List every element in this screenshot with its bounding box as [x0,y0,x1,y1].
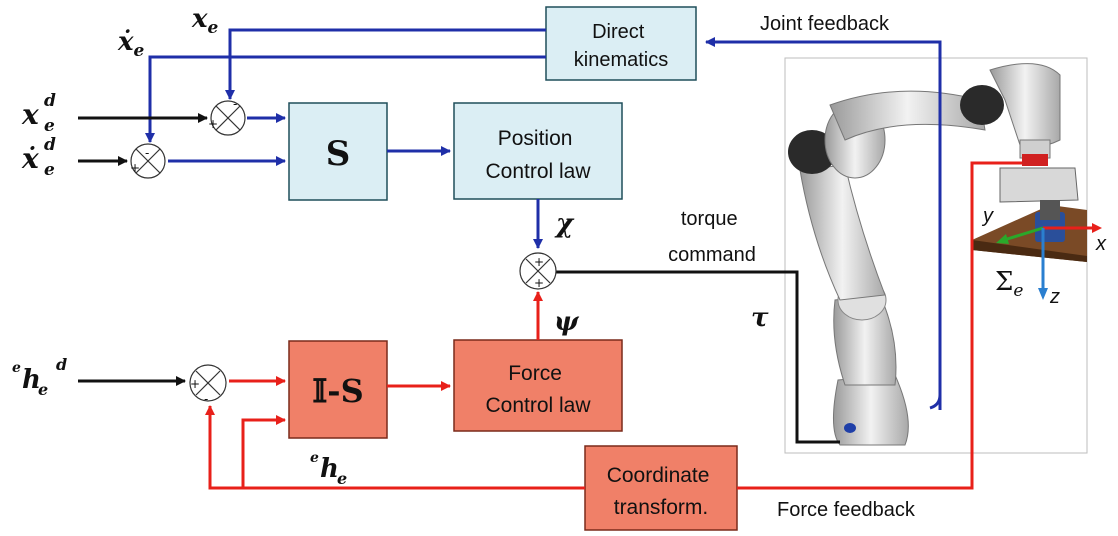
work-table-edge [972,240,1087,262]
force-feedback-label: Force feedback [777,499,916,521]
xe-label: xe [191,4,219,38]
torque-command-line2: command [668,244,756,266]
axis-z-label: z [1049,286,1060,308]
frame-sigma-label: Σe [995,267,1023,301]
axis-x-label: x [1095,233,1107,255]
force-feedback-line [737,161,1022,490]
joint-feedback-line [705,37,942,410]
gripper-fingers [1040,200,1060,220]
i-minus-s-block [288,340,388,439]
he-main: h [320,454,339,484]
axis-y-label: y [981,205,994,227]
robot-joint-shoulder-cap [788,130,836,174]
coordinate-transform-block [584,445,738,531]
robot-link-upper [829,90,986,141]
sum-junction-velocity: + - [130,143,166,179]
sum-junction-force: + - [189,364,227,406]
sum-junction-torque: + + [519,252,557,290]
hed-feedback-line [205,405,585,490]
i-minus-s-label: 𝕀-S [312,372,363,410]
force-feedback-lines [205,161,1022,490]
xed-dot-sub: e [44,160,55,180]
torque-command-line [556,270,840,444]
s-block [288,102,388,201]
direct-kinematics-line1: Direct [592,21,645,43]
force-control-line2: Control law [485,394,591,417]
sum-position-minus: - [233,97,237,111]
hed-pre: e [12,360,21,376]
robot-flange-ring [1022,154,1048,166]
torque-command-label: torque command [668,208,756,266]
axis-y-arrow [1003,226,1044,242]
s-block-label: S [326,134,351,174]
chi-label: χ [554,209,575,239]
sum-velocity-plus: + [130,161,140,175]
force-control-block [453,339,623,432]
hed-sup: d [56,355,67,374]
xe-feedback-line [225,28,546,100]
xed-sup: d [44,91,56,111]
xe-dot-feedback-line [145,55,546,143]
robot-joint-wrist-cap [960,85,1004,125]
robot-link-middle [799,164,886,301]
force-control-line1: Force [508,362,562,385]
psi-label: ψ [554,307,580,337]
joint-feedback-label: Joint feedback [760,13,890,35]
sum-force-minus: - [204,392,208,406]
sum-torque-plus-top: + [534,255,544,269]
tau-label: τ [751,303,769,333]
sum-force-plus: + [190,377,200,391]
xed-dot-label: ẋ [21,142,39,175]
coordinate-transform-line1: Coordinate [607,464,710,487]
hed-main: h [22,365,41,395]
direct-kinematics-line2: kinematics [574,49,668,71]
position-control-line1: Position [498,127,573,150]
xed-sub: e [44,116,55,136]
robot-gripper [999,167,1079,203]
torque-command-line1: torque [681,208,738,230]
position-feedback-lines [145,28,942,410]
xed-label: x [21,98,39,131]
robot-illustration [784,57,1088,454]
xe-dot-label: ẋe [117,27,145,61]
xed-dot-sup: d [44,135,56,155]
end-effector-frame: x y z Σe [981,205,1107,308]
coordinate-transform-line2: transform. [614,496,709,519]
sum-torque-plus-bottom: + [534,276,544,290]
hed-sub: e [38,380,48,399]
direct-kinematics-block [545,6,697,81]
position-control-block [453,102,623,200]
he-sub: e [337,469,347,488]
base-led [844,423,856,433]
he-to-is-line [241,415,286,488]
position-control-label: Position Control law [485,127,591,183]
sum-junction-position: + - [208,97,246,136]
sum-position-plus: + [208,117,218,131]
position-control-line2: Control law [485,160,591,183]
force-control-label: Force Control law [485,362,591,417]
coordinate-transform-label: Coordinate transform. [607,464,716,519]
joint-feedback-base-curve [929,394,942,410]
he-pre: e [310,450,319,466]
direct-kinematics-label: Direct kinematics [574,21,668,71]
sum-velocity-minus: - [145,146,149,160]
